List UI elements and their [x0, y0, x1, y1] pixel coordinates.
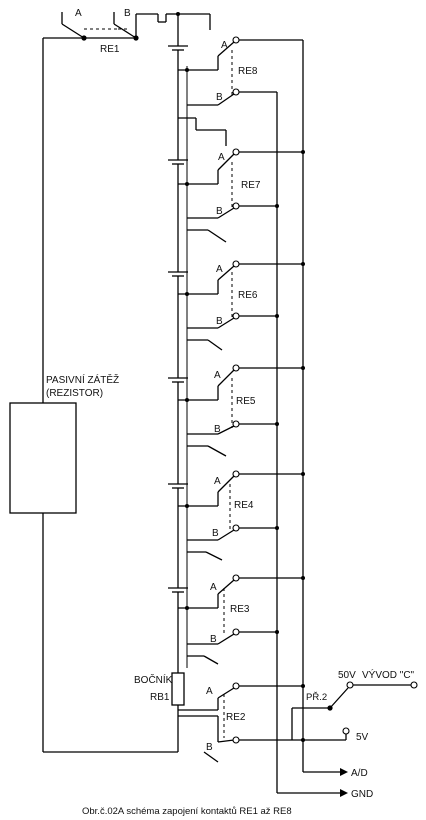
re5-label: RE5 [236, 396, 256, 407]
svg-text:B: B [212, 528, 219, 539]
relay-re5: A B RE5 [178, 364, 303, 457]
re6-label: RE6 [238, 290, 258, 301]
svg-text:B: B [214, 424, 221, 435]
svg-text:B: B [216, 92, 223, 103]
svg-text:B: B [210, 634, 217, 645]
switch-p2-label: PŘ.2 [306, 692, 327, 703]
figure-caption: Obr.č.02A schéma zapojení kontaktů RE1 a… [82, 806, 292, 817]
re1-contact-b-label: B [124, 8, 131, 19]
svg-text:A: A [216, 264, 223, 275]
load-circuit: PASIVNÍ ZÁTĚŽ (REZISTOR) [9, 38, 178, 753]
shunt-label-line2: RB1 [150, 692, 170, 703]
re8-label: RE8 [238, 66, 258, 77]
relay-re6: A B RE6 [178, 260, 303, 351]
re1-label: RE1 [100, 44, 120, 55]
supply-50v-label: 50V [338, 670, 356, 681]
output-c-label: VÝVOD "C" [362, 668, 415, 681]
re2-label: RE2 [226, 712, 246, 723]
load-label-line2: (REZISTOR) [46, 388, 103, 399]
svg-text:A: A [218, 152, 225, 163]
output-ad-label: A/D [351, 768, 368, 779]
svg-text:A: A [210, 582, 217, 593]
relay-re4: A B RE4 [178, 470, 303, 561]
battery-stack: BOČNÍK RB1 [134, 45, 188, 752]
relay-re7: A B RE7 [178, 148, 303, 243]
supply-5v-label: 5V [356, 732, 369, 743]
passive-load-resistor [9, 402, 77, 514]
load-label-line1: PASIVNÍ ZÁTĚŽ [46, 373, 119, 386]
re7-label: RE7 [241, 180, 261, 191]
relay-re8: A B RE8 [178, 36, 303, 146]
re4-label: RE4 [234, 500, 254, 511]
re3-label: RE3 [230, 604, 250, 615]
switch-p2: PŘ.2 50V VÝVOD "C" 5V [277, 668, 418, 743]
shunt-resistor-rb1 [171, 672, 185, 706]
relay-re2: A B RE2 [178, 682, 303, 763]
svg-text:A: A [214, 370, 221, 381]
re1-contact-a-label: A [75, 8, 82, 19]
svg-text:A: A [214, 476, 221, 487]
relay-re3: A B RE3 [178, 574, 303, 665]
svg-text:A: A [206, 686, 213, 697]
shunt-label-line1: BOČNÍK [134, 673, 173, 686]
relay-re1: A B RE1 [43, 8, 211, 55]
output-gnd-label: GND [351, 789, 373, 800]
svg-text:A: A [221, 40, 228, 51]
svg-text:B: B [216, 316, 223, 327]
svg-text:B: B [216, 206, 223, 217]
svg-text:B: B [206, 742, 213, 753]
